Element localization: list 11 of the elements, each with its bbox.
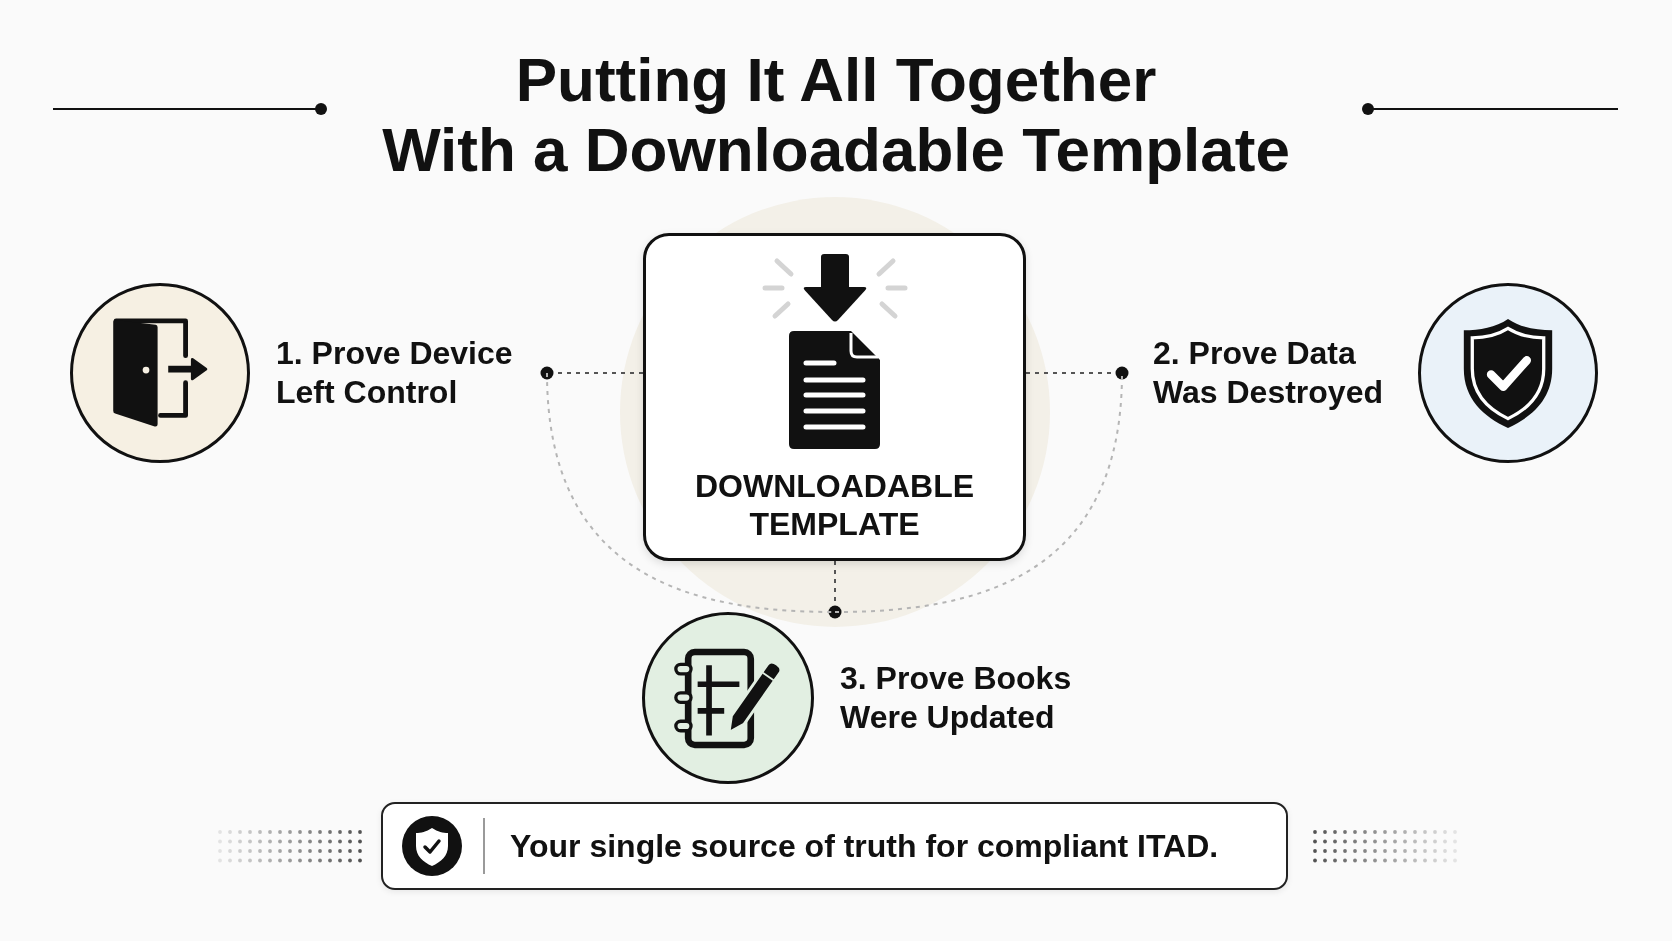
dotted-connector	[828, 560, 842, 619]
dotted-connector	[1025, 366, 1129, 380]
template-card	[643, 233, 1026, 561]
tagline-text: Your single source of truth for compliant ITAD.	[510, 827, 1219, 866]
card-title: DOWNLOADABLE TEMPLATE	[693, 467, 976, 543]
step-label: 3. Prove Books Were Updated	[840, 659, 1073, 737]
dotted-connector	[540, 366, 644, 380]
diagram-title: Putting It All Together With a Downloadable Template	[382, 45, 1290, 185]
step-label: 1. Prove Device Left Control	[276, 334, 514, 412]
step-label: 2. Prove Data Was Destroyed	[1153, 334, 1384, 412]
tagline-banner	[381, 802, 1288, 890]
